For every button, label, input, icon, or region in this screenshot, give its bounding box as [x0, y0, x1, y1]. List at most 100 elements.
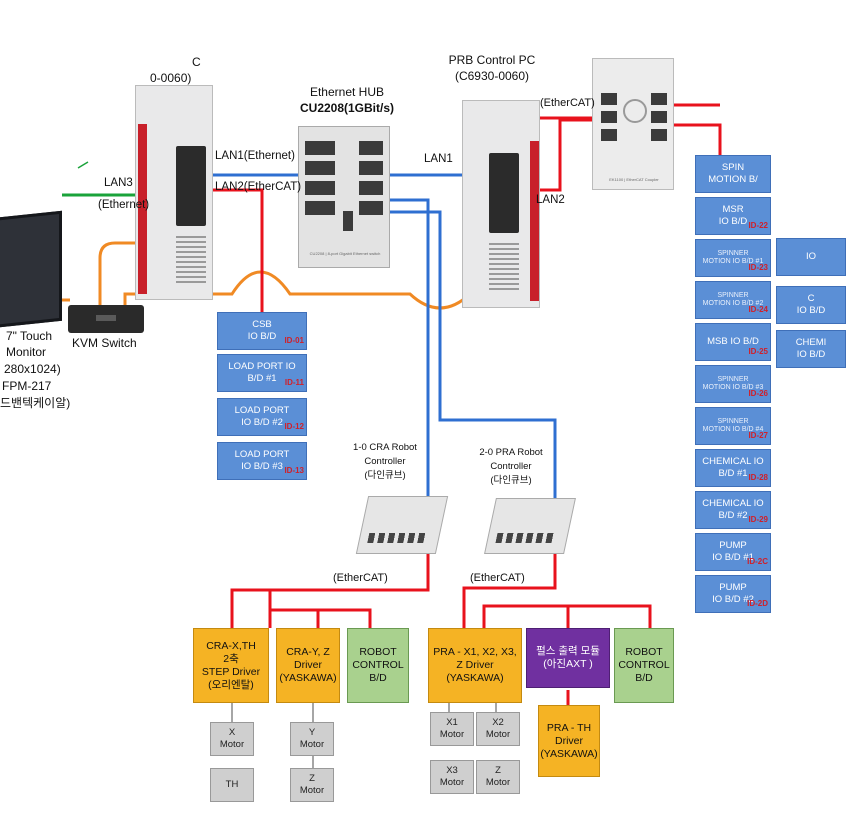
io-board-line-1: CHEMICAL IO	[702, 456, 764, 467]
pra-controller-ports	[495, 533, 556, 543]
io-board-line-1: CHEMICAL IO	[702, 498, 764, 509]
io-board-line-2: IO B/D #2	[241, 417, 283, 428]
kvm-front-detail	[96, 315, 116, 321]
io-board-id: ID-25	[748, 347, 768, 356]
pra-controller-ethercat	[462, 548, 557, 628]
touch-monitor	[0, 210, 62, 330]
right-pc-model: (C6930-0060)	[454, 69, 530, 83]
io-board-id: ID-26	[748, 389, 768, 398]
io-board-line-1: LOAD PORT	[234, 449, 290, 460]
pra-th-line-3: (YASKAWA)	[540, 747, 598, 760]
io-board-line-1: SPINNER	[717, 418, 749, 425]
ethercat-top-label: (EtherCAT)	[540, 97, 595, 109]
diagram-canvas: C 0-0060) Ethernet HUB CU2208(1GBit/s) C…	[0, 53, 846, 802]
cra-controller-line-1: 1-0 CRA Robot	[353, 442, 417, 453]
cra-controller-ethercat	[230, 550, 430, 628]
monitor-line-3: 280x1024)	[4, 362, 61, 376]
hub-port-block-right	[359, 141, 383, 221]
lan3-label: LAN3	[104, 177, 133, 189]
pra-ethercat-label: (EtherCAT)	[470, 572, 525, 584]
cra-controller-line-3: (다인큐브)	[364, 470, 406, 481]
pra-xz-line-3: (YASKAWA)	[446, 672, 504, 684]
io-board-line-1: LOAD PORT	[234, 405, 290, 416]
io-board-line-1: SPINNER	[717, 250, 749, 257]
kvm-switch-label: KVM Switch	[72, 336, 137, 350]
cra-controller-line-2: Controller	[364, 456, 406, 467]
pra-controller-line-3: (다인큐브)	[490, 475, 532, 486]
cra-yz-driver: CRA-Y, Z Driver (YASKAWA)	[276, 628, 340, 703]
hub-status-leds	[343, 211, 353, 231]
cra-robot-controller	[355, 496, 449, 554]
io-board-line-2: IO	[805, 251, 817, 262]
ethercat-module-out-2	[668, 123, 722, 160]
cra-robot-bd-line-1: ROBOT	[359, 646, 397, 658]
motor-th: TH	[210, 768, 254, 802]
pra-robot-bd-line-3: B/D	[635, 672, 653, 684]
pra-robot-control-bd: ROBOT CONTROL B/D	[614, 628, 674, 703]
kvm-cable-to-right-pc	[123, 248, 488, 312]
cra-xth-line-4: (오리엔탈)	[208, 678, 254, 691]
left-pc-port-panel	[176, 146, 206, 226]
pulse-module-line-1: 펄스 출력 모듈	[536, 645, 600, 657]
io-board-line-2: IO B/D	[247, 331, 277, 342]
hub-model: CU2208(1GBit/s)	[299, 101, 395, 115]
coupler-center-ring	[623, 99, 647, 123]
motor-axis: X2	[492, 717, 504, 728]
io-board-id: ID-27	[748, 431, 768, 440]
io-board-id: ID-01	[284, 336, 304, 345]
pra-robot-controller	[484, 498, 576, 554]
io-board-line-2: B/D #1	[247, 373, 277, 384]
motor-axis: Z	[495, 765, 501, 776]
monitor-line-4: FPM-217	[2, 379, 52, 393]
kvm-cable-to-left-pc	[98, 241, 170, 310]
right-pc-title: PRB Control PC	[448, 53, 536, 67]
left-pc-red-strip	[138, 124, 147, 294]
io-board-line-1: SPINNER	[717, 292, 749, 299]
pra-th-line-1: PRA - TH	[546, 721, 592, 734]
lan1-right-label: LAN1	[424, 153, 453, 165]
hub-title: Ethernet HUB	[309, 85, 385, 99]
monitor-line-1: 7" Touch	[6, 329, 53, 343]
right-pc-vent	[489, 243, 519, 293]
cra-yz-line-3: (YASKAWA)	[279, 672, 337, 684]
io-board-line-2: IO B/D #2	[712, 594, 754, 605]
io-board-line-2: IO B/D #1	[712, 552, 754, 563]
io-board-line-2: MOTION IO B/D #1	[702, 258, 764, 265]
hub-port-block-left	[305, 141, 335, 221]
motor-axis: Y	[308, 727, 316, 738]
far-right-io-board: IO	[776, 238, 846, 276]
pulse-module-line-2: (아진AXT )	[543, 658, 593, 670]
cra-xth-line-2: 2축	[223, 652, 239, 665]
io-board-id: ID-24	[748, 305, 768, 314]
motor-label: Motor	[485, 729, 511, 740]
motor-axis: X3	[446, 765, 458, 776]
io-board-line-2: IO B/D	[718, 216, 748, 227]
right-pc-port-panel	[489, 153, 519, 233]
io-board-line-2: MOTION B/	[708, 174, 758, 185]
io-board-line-1: PUMP	[719, 582, 747, 593]
motor-label: Motor	[439, 729, 465, 740]
hub-to-cra-controller-cable	[388, 198, 430, 525]
io-board-id: ID-13	[284, 466, 304, 475]
io-board-id: ID-2D	[747, 599, 768, 608]
motor-axis: X	[228, 727, 236, 738]
monitor-line-2: Monitor	[6, 345, 47, 359]
io-board-id: ID-11	[284, 378, 304, 387]
cra-robot-control-bd: ROBOT CONTROL B/D	[347, 628, 409, 703]
right-pc-red-strip	[530, 141, 539, 301]
motor-label: Motor	[439, 777, 465, 788]
io-board-id: ID-12	[284, 422, 304, 431]
pra-robot-bd-line-1: ROBOT	[625, 646, 663, 658]
